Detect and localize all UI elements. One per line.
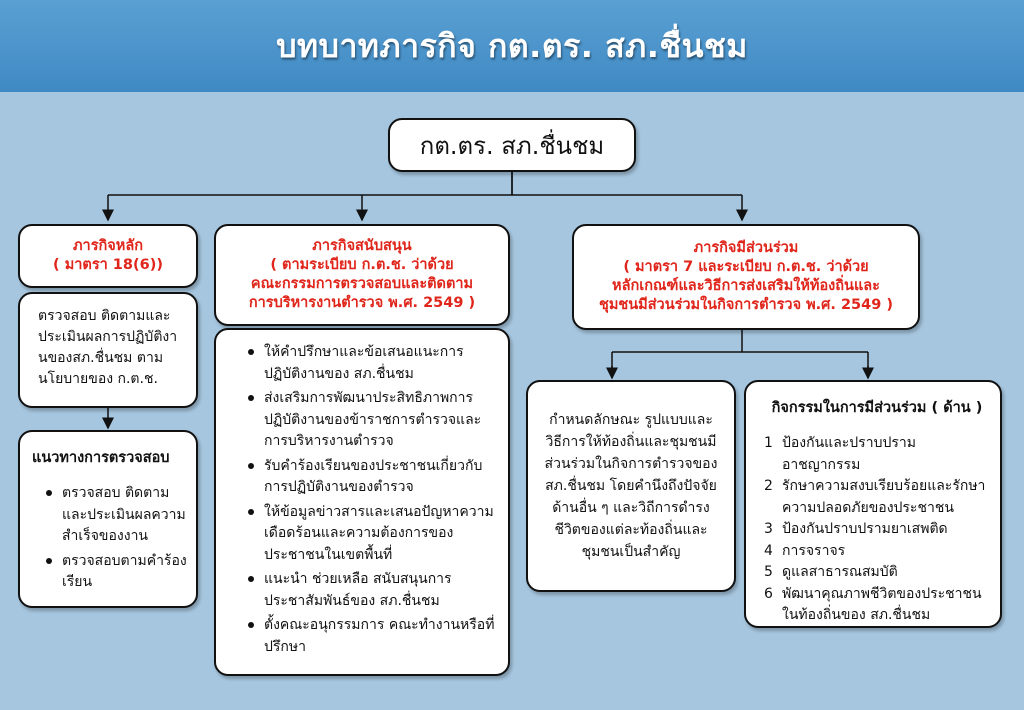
main-mission-box: ภารกิจหลัก ( มาตรา 18(6)) [18, 224, 198, 288]
participation-split [611, 330, 869, 378]
support-mission-ref: คณะกรรมการตรวจสอบและติดตาม [250, 276, 474, 292]
support-mission-ref: ( ตามระเบียบ ก.ต.ช. ว่าด้วย [270, 257, 454, 273]
activity-number: 2 [764, 478, 773, 494]
participation-mission-ref: ชุมชนมีส่วนร่วมในกิจการตำรวจ พ.ศ. 2549 ) [599, 297, 893, 313]
activity-number: 4 [764, 542, 773, 559]
guidelines-box: แนวทางการตรวจสอบ ตรวจสอบ ติดตามและประเมิ… [18, 430, 198, 608]
root-box: กต.ตร. สภ.ชื่นชม [388, 118, 636, 172]
activity-text: พัฒนาคุณภาพชีวิตของประชาชนในท้องถิ่นของ … [782, 585, 982, 624]
participation-mission-box: ภารกิจมีส่วนร่วม ( มาตรา 7 และระเบียบ ก.… [572, 224, 920, 330]
activity-number: 3 [764, 521, 773, 537]
guidelines-title: แนวทางการตรวจสอบ [32, 450, 170, 466]
activity-text: ดูแลสาธารณสมบัติ [782, 564, 898, 580]
activity-item: 3 ป้องกันปราบปรามยาเสพติด [764, 519, 990, 541]
activity-number: 5 [764, 564, 773, 580]
support-item: ส่งเสริมการพัฒนาประสิทธิภาพการปฏิบัติงาน… [248, 388, 496, 453]
activity-text: รักษาความสงบเรียบร้อยและรักษาความปลอดภัย… [782, 478, 986, 516]
support-mission-box: ภารกิจสนับสนุน ( ตามระเบียบ ก.ต.ช. ว่าด้… [214, 224, 510, 326]
guideline-item: ตรวจสอบตามคำร้องเรียน [46, 551, 188, 594]
main-mission-ref: ( มาตรา 18(6)) [53, 257, 163, 273]
activity-item: 2 รักษาความสงบเรียบร้อยและรักษาความปลอดภั… [764, 476, 990, 519]
support-item: ให้ข้อมูลข่าวสารและเสนอปัญหาความเดือดร้อ… [248, 502, 496, 567]
main-mission-description: ตรวจสอบ ติดตามและประเมินผลการปฏิบัติงานข… [38, 308, 178, 387]
support-item: แนะนำ ช่วยเหลือ สนับสนุนการประชาสัมพันธ์… [248, 569, 496, 612]
support-item: ให้คำปรึกษาและข้อเสนอแนะการปฏิบัติงานของ… [248, 342, 496, 385]
participation-description-box: กำหนดลักษณะ รูปแบบและวิธีการให้ท้องถิ่นแ… [526, 380, 736, 592]
main-mission-title: ภารกิจหลัก [73, 238, 143, 254]
page-title: บทบาทภารกิจ กต.ตร. สภ.ชื่นชม [276, 26, 748, 65]
activity-item: 4 การจราจร [764, 541, 990, 563]
support-mission-ref: การบริหารงานตำรวจ พ.ศ. 2549 ) [248, 295, 476, 311]
activity-number: 1 [764, 435, 773, 451]
main-mission-description-box: ตรวจสอบ ติดตามและประเมินผลการปฏิบัติงานข… [18, 292, 198, 408]
activity-text: การจราจร [782, 542, 846, 559]
header-banner: บทบาทภารกิจ กต.ตร. สภ.ชื่นชม [0, 0, 1024, 92]
participation-mission-ref: หลักเกณฑ์และวิธีการส่งเสริมให้ท้องถิ่นแล… [612, 278, 880, 294]
root-label: กต.ตร. สภ.ชื่นชม [419, 131, 605, 160]
activity-item: 6 พัฒนาคุณภาพชีวิตของประชาชนในท้องถิ่นของ… [764, 584, 990, 627]
activities-box: กิจกรรมในการมีส่วนร่วม ( ด้าน ) 1 ป้องกัน… [744, 380, 1002, 628]
activity-item: 1 ป้องกันและปราบปรามอาชญากรรม [764, 433, 990, 476]
activity-text: ป้องกันปราบปรามยาเสพติด [782, 521, 948, 537]
activity-number: 6 [764, 585, 773, 602]
activities-title: กิจกรรมในการมีส่วนร่วม ( ด้าน ) [771, 400, 983, 416]
guideline-item: ตรวจสอบ ติดตามและประเมินผลความสำเร็จของง… [46, 483, 188, 548]
support-mission-title: ภารกิจสนับสนุน [312, 238, 412, 254]
support-item: ตั้งคณะอนุกรรมการ คณะทำงานหรือที่ปรึกษา [248, 615, 496, 658]
activity-item: 5 ดูแลสาธารณสมบัติ [764, 562, 990, 584]
support-items-box: ให้คำปรึกษาและข้อเสนอแนะการปฏิบัติงานของ… [214, 328, 510, 676]
participation-mission-ref: ( มาตรา 7 และระเบียบ ก.ต.ช. ว่าด้วย [623, 259, 869, 275]
participation-mission-title: ภารกิจมีส่วนร่วม [693, 240, 799, 256]
participation-description: กำหนดลักษณะ รูปแบบและวิธีการให้ท้องถิ่นแ… [544, 412, 718, 560]
activity-text: ป้องกันและปราบปรามอาชญากรรม [782, 435, 916, 473]
support-item: รับคำร้องเรียนของประชาชนเกี่ยวกับการปฏิบ… [248, 456, 496, 499]
